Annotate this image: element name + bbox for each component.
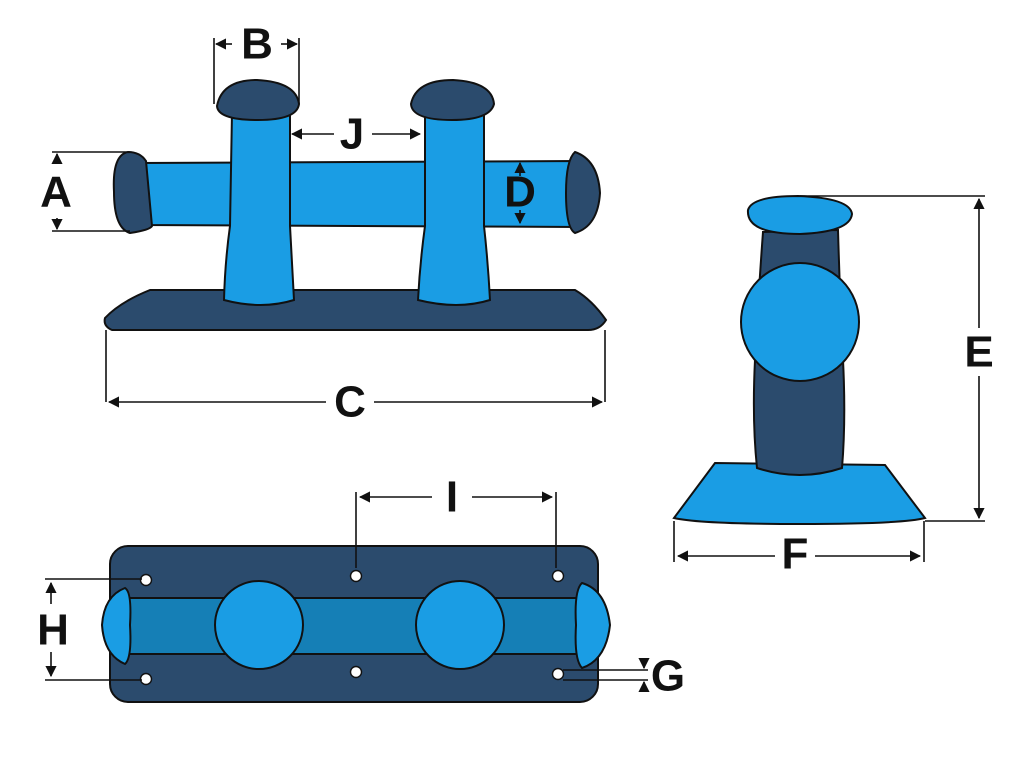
dimension-E: E (800, 195, 994, 522)
label-J: J (340, 110, 364, 159)
dimension-C: C (105, 330, 606, 427)
dimension-G: G (563, 652, 685, 701)
mounting-hole (349, 569, 363, 583)
mounting-hole (139, 672, 153, 686)
side-base-flange (672, 461, 927, 526)
dimension-B: B (213, 20, 300, 104)
side-horn-end (740, 262, 860, 382)
top-horn-bar (117, 597, 593, 655)
front-left-horn-cap (112, 150, 154, 235)
front-base-plate (103, 289, 608, 331)
dimension-H: H (37, 578, 142, 681)
mounting-hole (349, 665, 363, 679)
front-view (103, 78, 608, 331)
front-right-post (416, 111, 492, 306)
label-C: C (334, 378, 366, 427)
side-view (672, 194, 927, 526)
mounting-hole (551, 569, 565, 583)
top-left-post (214, 580, 304, 670)
side-post-cap (746, 194, 854, 236)
dimension-F: F (673, 521, 925, 579)
mounting-hole (551, 667, 565, 681)
label-F: F (782, 530, 809, 579)
front-right-horn-cap (564, 150, 602, 235)
label-B: B (241, 20, 273, 69)
label-G: G (651, 652, 685, 701)
mounting-hole (139, 573, 153, 587)
top-right-post (415, 580, 505, 670)
top-view (100, 545, 612, 703)
front-left-post (222, 111, 296, 306)
label-H: H (37, 606, 69, 655)
label-A: A (40, 168, 72, 217)
top-right-horn-cap (574, 581, 612, 670)
front-right-post-cap (409, 78, 496, 122)
label-D: D (504, 168, 536, 217)
dimension-D: D (504, 161, 536, 225)
label-I: I (446, 473, 458, 522)
front-left-post-cap (215, 78, 301, 122)
label-E: E (964, 328, 993, 377)
dimension-I: I (355, 473, 557, 568)
dimension-J: J (290, 110, 422, 159)
top-left-horn-cap (100, 586, 132, 666)
dimension-A: A (40, 151, 130, 232)
